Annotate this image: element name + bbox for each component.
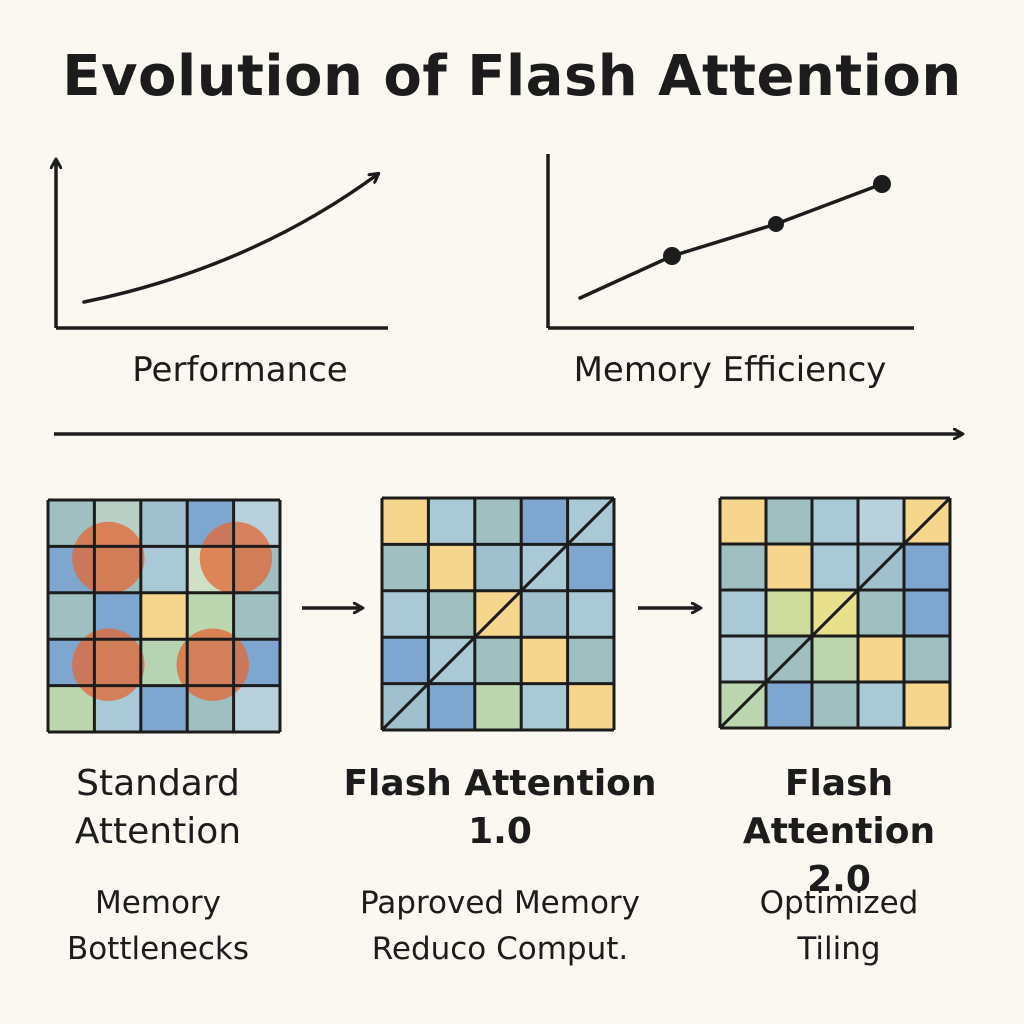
performance-caption: Performance [132,350,348,390]
memory-efficiency-caption: Memory Efficiency [573,350,887,390]
grid-cell [382,544,429,591]
grid-cell [428,590,475,638]
flash-attention-2-description: Optimized Tiling [759,885,919,967]
flash-attention-1-grid [380,496,616,732]
grid-cell [720,636,766,682]
grid-cell [382,590,429,638]
grid-cell [474,544,522,591]
memory-point [663,247,681,265]
memory-efficiency-chart [546,154,914,330]
grid-cell [521,498,568,545]
grid-cell [140,546,188,593]
grid-cell [140,592,188,640]
grid-cell [904,544,950,590]
grid-cell [766,498,812,544]
standard-attention-description: Memory Bottlenecks [66,885,250,967]
grid-cell [474,637,522,684]
grid-cell [766,590,812,636]
memory-point [873,175,891,193]
grid-cell [521,637,568,684]
grid-cell [567,683,614,730]
grid-cell [812,544,858,590]
grid-cell [382,498,429,545]
grid-cell [428,498,475,545]
standard-attention-title: Standard Attention [74,763,242,852]
grid-cell [521,683,568,730]
grid-cell [904,682,950,728]
grid-cell [766,544,812,590]
tiling-diagonal [380,496,616,732]
grid-cell [904,636,950,682]
page-title: Evolution of Flash Attention [62,44,962,109]
performance-curve [82,174,378,304]
grid-cell [904,590,950,636]
grid-cell [474,683,522,730]
grid-cell [233,685,280,732]
grid-cell [140,685,188,732]
memory-hotspot [72,521,145,595]
flash-attention-1-title: Flash Attention 1.0 [343,763,657,852]
grid-cell [48,592,95,640]
grid-cell [858,636,904,682]
grid-cell [567,544,614,591]
grid-cell [233,592,280,640]
flash-attention-2-grid [718,496,952,730]
grid-cell [720,498,766,544]
grid-cell [521,590,568,638]
memory-line [578,182,884,300]
grid-cell [428,544,475,591]
performance-chart [56,160,388,330]
flash-attention-1-description: Paproved Memory Reduco Comput. [359,885,641,967]
grid-cell [428,683,475,730]
grid-cell [766,682,812,728]
standard-attention-grid [46,498,282,734]
grid-cell [858,498,904,544]
grid-cell [858,682,904,728]
grid-cell [567,590,614,638]
grid-cell [382,637,429,684]
grid-cell [858,590,904,636]
memory-hotspot [176,628,249,701]
grid-cell [567,637,614,684]
memory-point [768,216,784,232]
memory-hotspot [72,628,145,701]
grid-cell [812,636,858,682]
grid-cell [812,498,858,544]
grid-cell [474,498,522,545]
flash-attention-2-title: Flash Attention 2.0 [742,763,936,900]
grid-cell [720,544,766,590]
grid-cell [720,590,766,636]
memory-hotspot [199,521,273,595]
grid-cell [140,500,188,547]
grid-cell [812,682,858,728]
tiling-diagonal [718,496,952,730]
